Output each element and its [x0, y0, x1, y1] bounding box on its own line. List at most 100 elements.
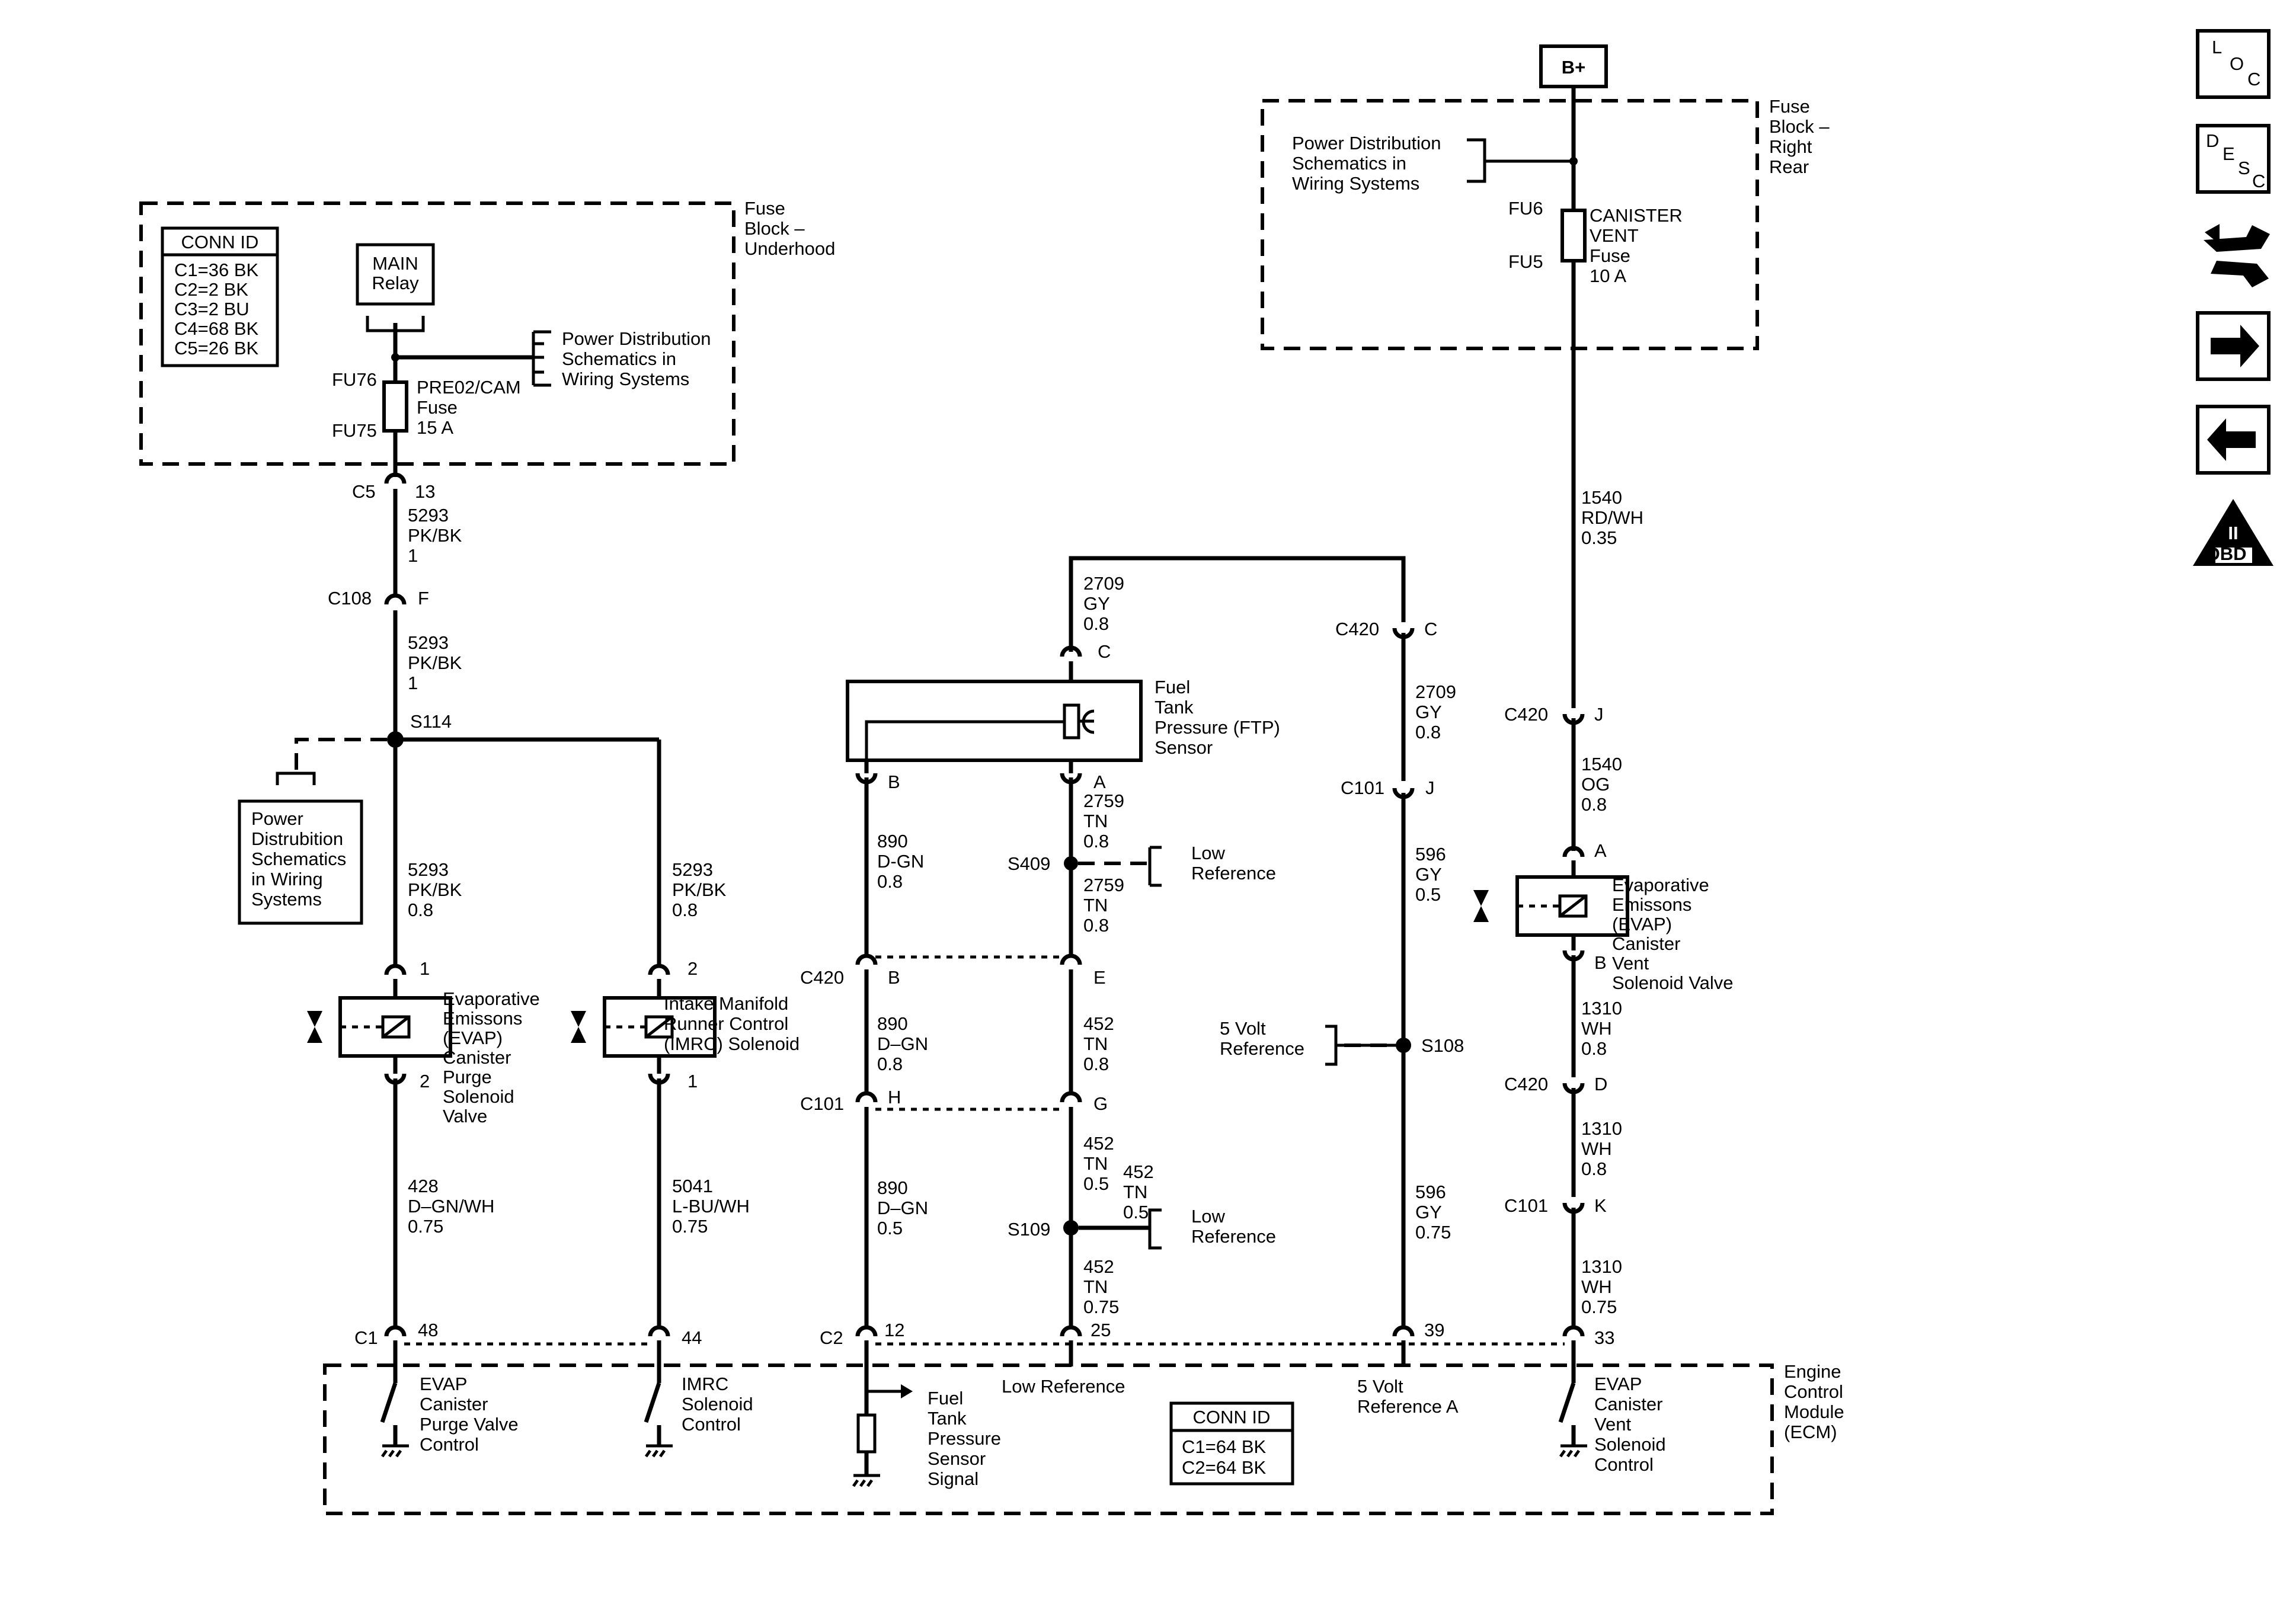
svg-text:C2: C2: [820, 1327, 843, 1348]
svg-text:C2=2 BK: C2=2 BK: [174, 279, 248, 300]
svg-text:48: 48: [418, 1320, 438, 1340]
svg-text:Low Reference: Low Reference: [1002, 1376, 1125, 1397]
svg-text:C4=68 BK: C4=68 BK: [174, 318, 259, 339]
obd-ii-icon[interactable]: II OBD II: [2193, 499, 2273, 566]
svg-text:S109: S109: [1008, 1219, 1050, 1240]
svg-text:C2=64 BK: C2=64 BK: [1182, 1457, 1267, 1478]
splice-s409: [1064, 856, 1078, 870]
svg-text:2: 2: [687, 958, 698, 979]
svg-text:C108: C108: [328, 588, 372, 609]
svg-text:B: B: [888, 967, 900, 988]
svg-text:H: H: [888, 1087, 901, 1108]
svg-text:D: D: [1594, 1074, 1607, 1094]
svg-text:L: L: [2212, 37, 2222, 57]
svg-text:F: F: [418, 588, 429, 609]
svg-text:C101: C101: [1341, 777, 1384, 798]
svg-text:1: 1: [420, 958, 430, 979]
svg-text:C1=36 BK: C1=36 BK: [174, 260, 259, 280]
svg-text:1: 1: [687, 1071, 698, 1092]
svg-text:CONN ID: CONN ID: [181, 232, 259, 252]
svg-text:2: 2: [420, 1071, 430, 1092]
svg-text:C420: C420: [800, 967, 844, 988]
nav-loc-button[interactable]: L O C: [2196, 29, 2271, 99]
svg-text:S108: S108: [1421, 1035, 1464, 1056]
arrow-right-icon[interactable]: [2196, 311, 2271, 381]
arrow-left-icon[interactable]: [2196, 405, 2271, 475]
wrench-icon[interactable]: [2204, 224, 2270, 287]
svg-text:G: G: [1093, 1093, 1108, 1114]
svg-text:C420: C420: [1504, 704, 1548, 725]
svg-text:12: 12: [884, 1320, 904, 1340]
svg-text:B: B: [888, 772, 900, 792]
splice-s109: [1063, 1220, 1079, 1235]
svg-text:C3=2 BU: C3=2 BU: [174, 299, 250, 319]
conn-id-box-ecm: CONN ID C1=64 BK C2=64 BK: [1169, 1401, 1294, 1486]
svg-text:OBD II: OBD II: [2206, 543, 2262, 564]
svg-text:S409: S409: [1008, 853, 1050, 874]
svg-text:13: 13: [415, 481, 435, 502]
svg-text:C5: C5: [352, 481, 376, 502]
nav-desc-button[interactable]: D E S C: [2196, 124, 2271, 194]
conn-id-box-underhood: CONN ID C1=36 BK C2=2 BK C3=2 BU C4=68 B…: [161, 226, 279, 367]
svg-text:FU5: FU5: [1508, 251, 1543, 272]
svg-text:S: S: [2238, 158, 2250, 178]
svg-text:FU75: FU75: [332, 420, 377, 441]
svg-text:S114: S114: [410, 711, 452, 732]
svg-text:C: C: [2247, 69, 2260, 89]
svg-text:II: II: [2228, 523, 2238, 543]
svg-text:C101: C101: [1504, 1195, 1548, 1216]
svg-text:44: 44: [682, 1327, 702, 1348]
svg-text:FU6: FU6: [1508, 198, 1543, 219]
svg-text:E: E: [1093, 967, 1106, 988]
svg-text:E: E: [2223, 143, 2235, 164]
svg-text:J: J: [1594, 704, 1604, 725]
